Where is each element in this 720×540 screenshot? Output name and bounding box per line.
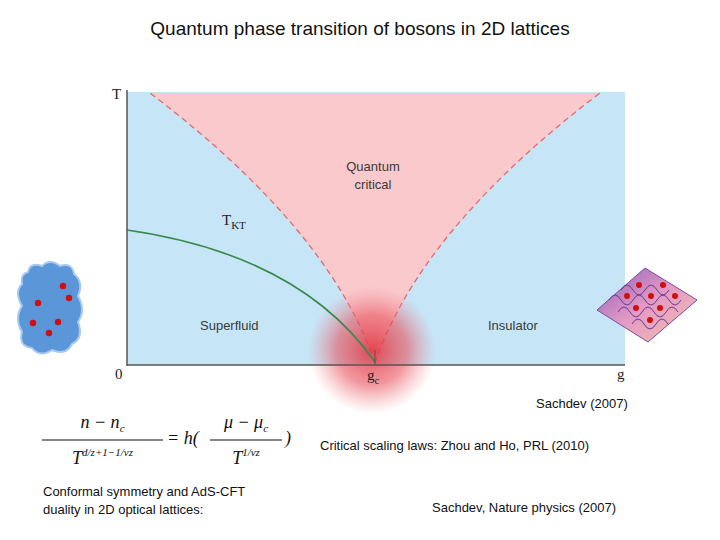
label-text: Insulator	[488, 318, 538, 333]
axis-label: T	[112, 86, 121, 103]
formula-part: n − nc	[40, 412, 165, 434]
citation: Critical scaling laws: Zhou and Ho, PRL …	[320, 438, 589, 453]
region-label: Superfluid	[200, 318, 259, 333]
script-text: d/z+1−1/νz	[82, 446, 133, 458]
label-text: g	[367, 367, 375, 383]
note-text: Conformal symmetry and AdS-CFT duality i…	[43, 483, 275, 519]
label-text: Critical scaling laws: Zhou and Ho, PRL …	[320, 438, 589, 453]
label-text: g	[617, 366, 625, 382]
label-text: n − n	[80, 412, 119, 432]
critical-glow	[308, 286, 436, 414]
tkt-curve	[127, 230, 375, 362]
formula-part: Td/z+1−1/νz	[40, 446, 165, 469]
formula-part: )	[285, 428, 291, 449]
label-text: T	[112, 86, 121, 102]
label-text: )	[285, 428, 291, 448]
label-text: T	[72, 448, 82, 468]
label-text: 0	[115, 366, 123, 382]
slide-title: Quantum phase transition of bosons in 2D…	[0, 18, 720, 40]
label-text: Conformal symmetry and AdS-CFT duality i…	[43, 484, 245, 517]
axis-line	[127, 364, 625, 366]
axis-label: 0	[115, 366, 123, 383]
label-text: T	[222, 212, 231, 228]
fraction-bar	[210, 439, 282, 440]
region-label: Quantum critical	[332, 158, 414, 194]
fraction-bar	[42, 439, 163, 440]
formula-part: T1/νz	[208, 446, 284, 469]
script-text: c	[263, 422, 268, 434]
label-text: Sachdev, Nature physics (2007)	[432, 500, 616, 515]
script-text: c	[120, 422, 125, 434]
label-text: T	[232, 448, 242, 468]
formula-part: μ − μc	[208, 412, 284, 434]
axis-label: gc	[367, 367, 379, 386]
axis-line	[126, 90, 128, 366]
script-text: 1/νz	[242, 446, 260, 458]
optical-lattice	[597, 268, 697, 342]
label-text: Quantum critical	[346, 159, 399, 192]
label-text: Superfluid	[200, 318, 259, 333]
boson-cloud	[18, 262, 82, 354]
citation: Sachdev (2007)	[536, 396, 628, 411]
label-text: = h(	[167, 428, 199, 448]
script-text: KT	[231, 219, 246, 231]
formula-part: = h(	[167, 428, 199, 449]
label-text: μ − μ	[224, 412, 263, 432]
label-text: Sachdev (2007)	[536, 396, 628, 411]
curve-label: TKT	[222, 212, 246, 231]
script-text: c	[375, 374, 380, 386]
axis-label: g	[617, 366, 625, 383]
citation: Sachdev, Nature physics (2007)	[432, 500, 616, 515]
region-label: Insulator	[488, 318, 538, 333]
tick-mark	[375, 350, 376, 365]
